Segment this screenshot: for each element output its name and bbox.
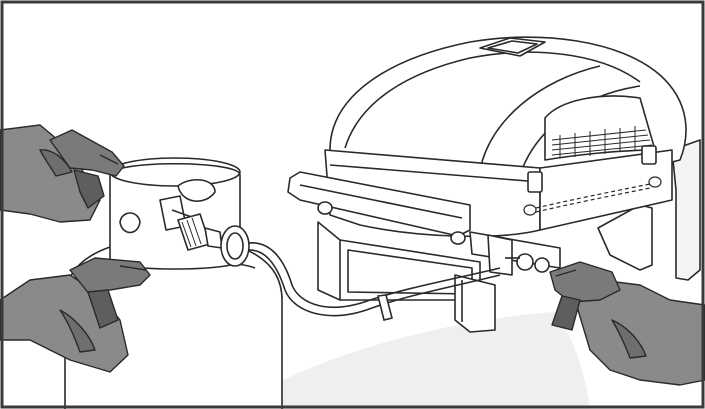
- sprayer-head-right: [549, 261, 621, 303]
- gas-hose: [239, 242, 501, 321]
- collar-hole-right: [177, 179, 216, 202]
- regulator: [220, 225, 250, 267]
- glove-right: [574, 279, 705, 386]
- grill-stand: [317, 221, 341, 301]
- side-chain: [523, 176, 662, 216]
- control-knob: [487, 234, 513, 276]
- grill-foot-front: [454, 274, 496, 333]
- spray-bottle-right: [549, 261, 705, 386]
- spray-bottle-top-left: [0, 124, 125, 223]
- spray-mist: [230, 312, 590, 409]
- hose-clip: [377, 294, 393, 321]
- spray-bottle-bottom-left: [0, 257, 151, 373]
- portable-grill: [287, 36, 701, 333]
- hinge-right: [641, 145, 657, 165]
- collar-hole-left: [119, 212, 141, 234]
- grill-front-handle: [287, 171, 471, 237]
- grill-side-panel: [539, 149, 673, 231]
- hinge-left: [527, 171, 543, 193]
- grill-grate: [551, 126, 653, 158]
- grill-leg-right: [671, 139, 701, 281]
- sprayer-head-top-left: [49, 129, 125, 177]
